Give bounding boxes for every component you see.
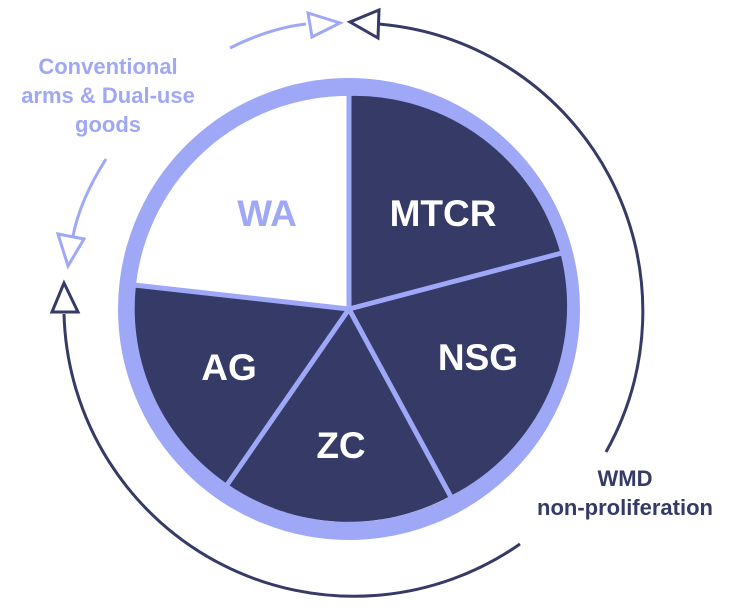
segment-label-mtcr: MTCR (390, 193, 497, 234)
segment-ag (134, 285, 349, 485)
caption-wmd-line-2: non-proliferation (537, 495, 713, 520)
segment-mtcr (349, 95, 561, 309)
divider-mtcr-nsg (346, 250, 565, 312)
wmd-arrow-left-head (49, 279, 81, 314)
wmd-arrow-top-head (346, 7, 381, 41)
conventional-arrow-top-head (306, 10, 344, 40)
conventional-arrow-left-head (55, 232, 87, 270)
segment-nsg (349, 253, 568, 496)
segment-dividers (131, 93, 565, 500)
caption-conventional-arms: Conventional arms & Dual-use goods (10, 52, 206, 139)
divider-ag-wa (131, 282, 352, 312)
conventional-arrow-left-arc (71, 158, 108, 237)
wmd-arrow-right-arc (377, 22, 645, 453)
caption-conventional-line-1: Conventional (38, 54, 178, 79)
divider-zc-ag (224, 306, 352, 488)
segment-zc (227, 309, 451, 522)
caption-wmd-line-1: WMD (597, 466, 653, 491)
caption-wmd-non-proliferation: WMD non-proliferation (514, 464, 736, 522)
segment-label-wa: WA (237, 193, 297, 234)
outer-ring (118, 78, 580, 540)
divider-nsg-zc (346, 306, 454, 500)
segment-label-nsg: NSG (438, 337, 518, 378)
segment-label-zc: ZC (316, 425, 365, 466)
segment-label-ag: AG (201, 347, 257, 388)
segment-wa (135, 95, 349, 309)
caption-conventional-line-3: goods (75, 112, 141, 137)
conventional-arrow-top-arc (229, 22, 307, 50)
wmd-arrow-bottom-arc (62, 313, 521, 598)
caption-conventional-line-2: arms & Dual-use (21, 83, 195, 108)
